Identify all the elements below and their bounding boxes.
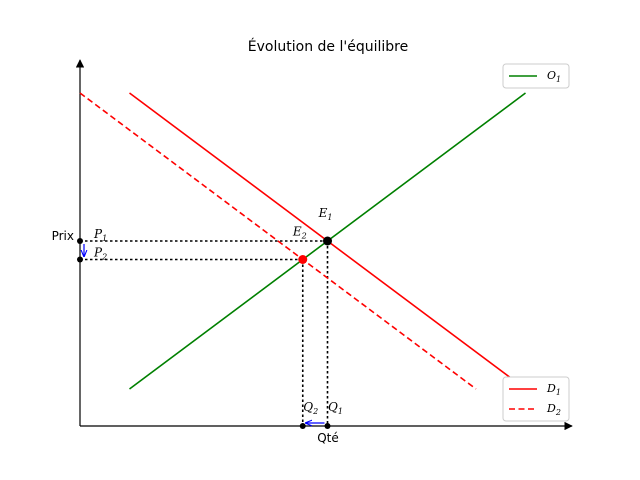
x-axis-label: Qté bbox=[317, 431, 339, 445]
legend-label: D2 bbox=[546, 402, 561, 417]
label-p2: P2 bbox=[93, 246, 107, 262]
equilibrium-point-e2 bbox=[298, 255, 308, 264]
guide-lines bbox=[77, 238, 331, 429]
label-q1: Q1 bbox=[328, 400, 343, 416]
shift-arrows bbox=[84, 244, 325, 423]
price-tick-dot bbox=[77, 238, 83, 244]
quantity-tick-dot bbox=[299, 423, 306, 429]
y-axis-label: Prix bbox=[52, 229, 74, 243]
legend-box bbox=[502, 376, 570, 422]
legend-top-right: O1 bbox=[502, 63, 570, 89]
chart-title: Évolution de l'équilibre bbox=[248, 38, 408, 55]
legend-label: D1 bbox=[546, 382, 561, 397]
label-e1: E1 bbox=[318, 206, 333, 222]
label-e2: E2 bbox=[292, 225, 307, 241]
quantity-tick-dot bbox=[324, 423, 331, 429]
equilibrium-point-e1 bbox=[323, 236, 332, 246]
label-q2: Q2 bbox=[303, 400, 318, 416]
price-tick-dot bbox=[77, 256, 83, 263]
equilibrium-points bbox=[298, 236, 332, 264]
legend-label: O1 bbox=[547, 69, 561, 84]
label-p1: P1 bbox=[93, 227, 107, 243]
series-d2-line bbox=[79, 92, 477, 390]
